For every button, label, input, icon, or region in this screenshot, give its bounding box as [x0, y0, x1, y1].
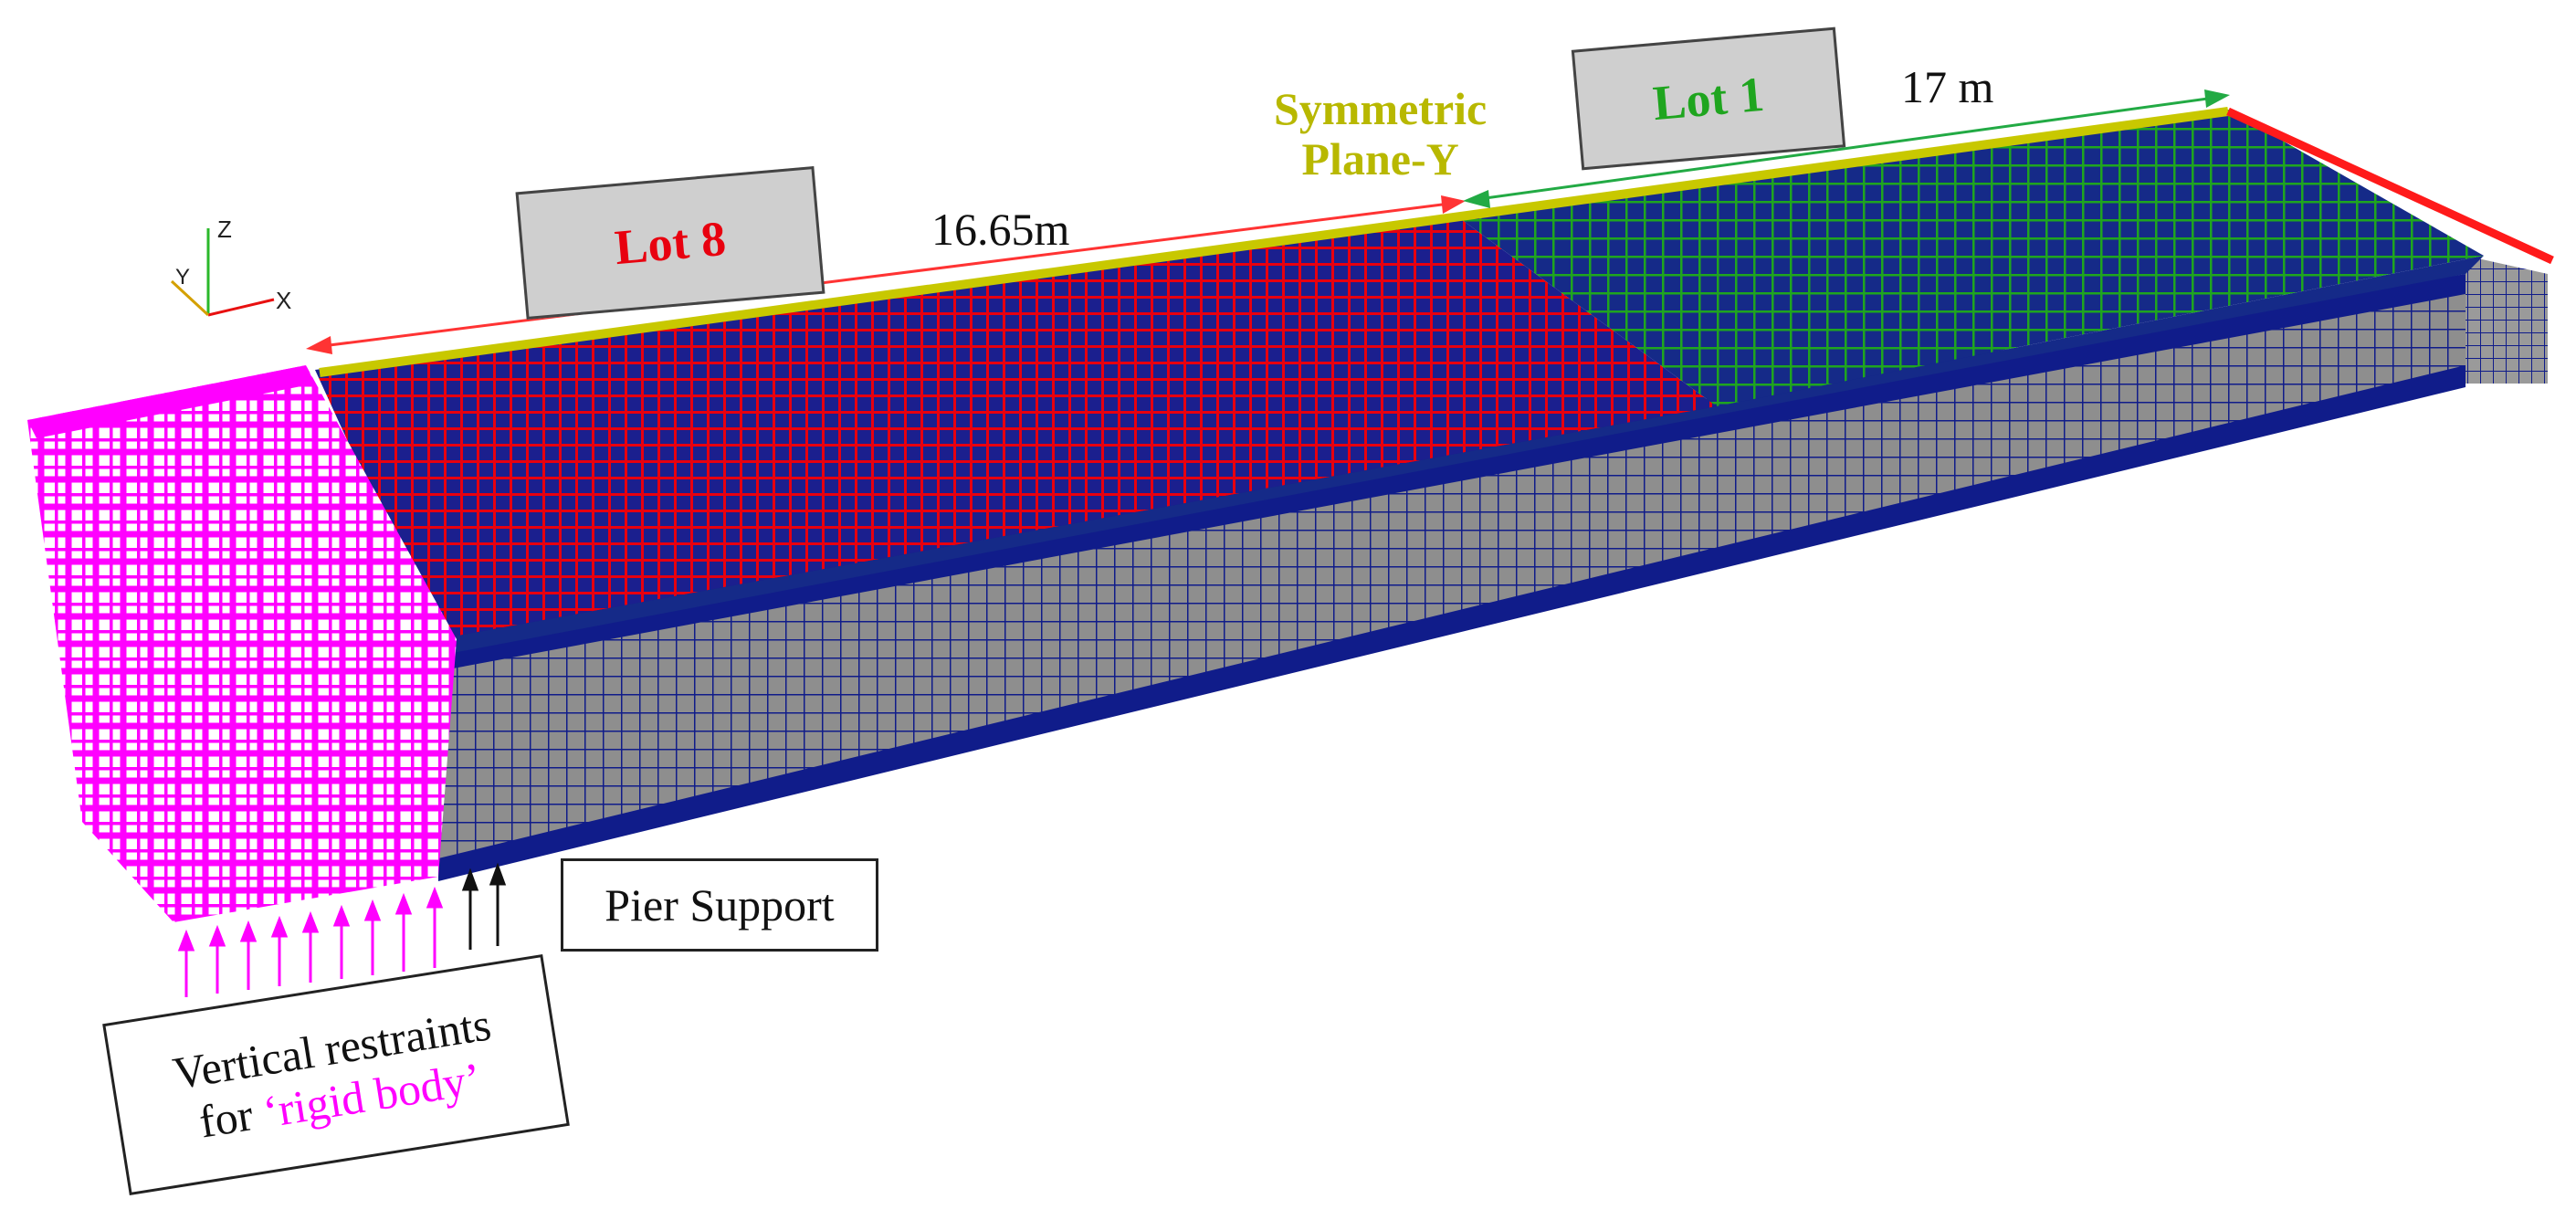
symmetric-label-line1: Symmetric	[1274, 83, 1488, 134]
far-end-boundary-line	[2226, 107, 2554, 265]
box-girder-bottom-edge	[438, 365, 2466, 881]
rigid-body-restraint-arrows	[177, 886, 444, 997]
pier-support-arrows	[461, 862, 507, 950]
deck-blue-region	[438, 256, 2484, 656]
rigid-body-top	[27, 365, 315, 438]
box-girder-side-face	[438, 292, 2466, 877]
lot8-dimension-label: 16.65m	[931, 204, 1070, 255]
symmetric-plane-label: Symmetric Plane-Y	[1274, 84, 1487, 184]
lot8-label: Lot 8	[612, 210, 729, 276]
lot1-label: Lot 1	[1650, 66, 1767, 131]
symmetric-plane-line	[319, 107, 2229, 377]
box-girder-end-face	[2466, 256, 2548, 384]
lot8-label-box: Lot 8	[515, 165, 825, 321]
axis-label-x: X	[276, 287, 292, 314]
axis-label-y: Y	[175, 265, 191, 289]
rigid-body-block	[27, 365, 457, 922]
lot1-label-box: Lot 1	[1571, 26, 1846, 171]
axis-label-z: Z	[217, 216, 232, 243]
lot1-dimension-label: 17 m	[1901, 61, 1994, 112]
restraints-label-for: for	[195, 1087, 268, 1148]
dim-arrow-lot1	[1463, 89, 2230, 208]
symmetric-label-line2: Plane-Y	[1301, 133, 1459, 184]
axis-triad	[170, 228, 275, 317]
dim-arrow-lot8	[306, 195, 1466, 354]
pier-support-label: Pier Support	[605, 879, 835, 931]
pier-support-box: Pier Support	[561, 858, 878, 952]
